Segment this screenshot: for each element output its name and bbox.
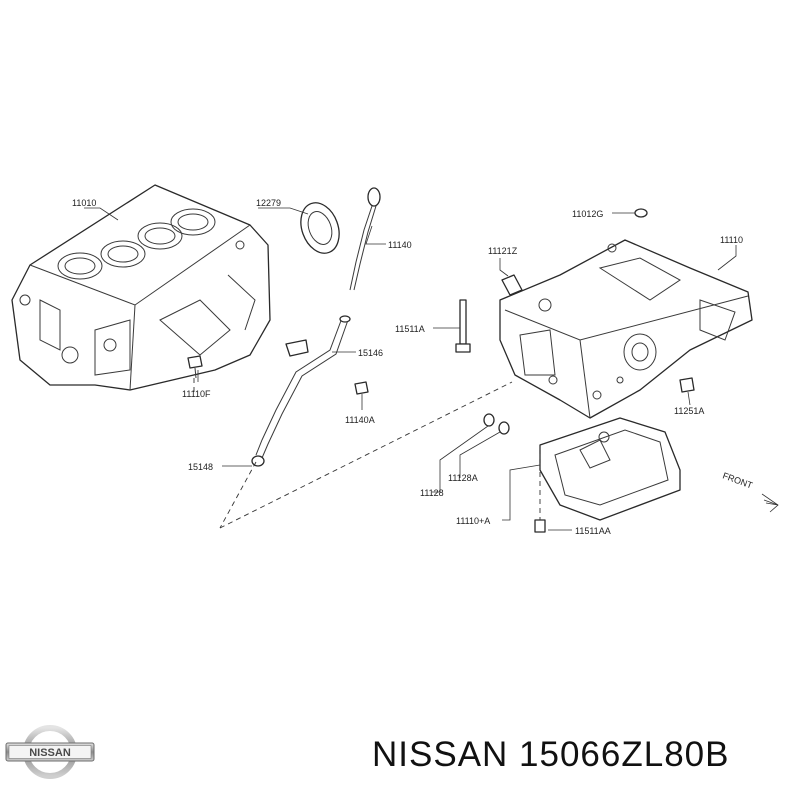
callout-11140A: 11140A — [345, 415, 375, 425]
callout-12279: 12279 — [256, 198, 281, 208]
plug-11012G-part — [634, 208, 648, 218]
dipstick-tube-part — [255, 315, 351, 459]
bolt-11121Z-part — [501, 274, 523, 296]
leader-11110 — [717, 245, 737, 271]
callout-11128A: 11128A — [448, 473, 478, 483]
drain-plug-part — [483, 413, 510, 435]
callout-11110: 11110 — [720, 235, 743, 245]
callout-11010: 11010 — [72, 198, 96, 208]
lower-oil-pan-part — [539, 417, 681, 521]
callout-11140: 11140 — [388, 240, 412, 250]
front-arrow-icon — [761, 493, 779, 513]
assembly-line-block-pan — [219, 381, 513, 529]
leader-11121Z — [499, 258, 509, 277]
leader-11128A — [459, 431, 501, 478]
part-title: NISSAN 15066ZL80B — [372, 735, 730, 774]
callout-11511A: 11511A — [395, 324, 425, 334]
bolt-11251A-part — [679, 377, 695, 393]
leader-12279 — [258, 207, 309, 215]
bolt-11511AA-part — [534, 519, 546, 533]
oil-seal-part — [300, 202, 340, 254]
leader-11140 — [365, 225, 386, 245]
callout-11110A: 11110+A — [456, 516, 490, 526]
cylinder-block-part — [11, 184, 271, 391]
callout-15148: 15148 — [188, 462, 213, 472]
logo-text: NISSAN — [29, 747, 71, 759]
bolt-11110F-part — [187, 355, 203, 379]
callout-11012G: 11012G — [572, 209, 603, 219]
callout-front: FRONT — [721, 470, 754, 490]
upper-oil-pan-part — [499, 239, 753, 419]
nissan-logo-icon: NISSAN — [5, 725, 95, 779]
leader-11010 — [84, 207, 119, 221]
o-ring-part — [251, 455, 265, 467]
bolt-11140A-part — [354, 381, 369, 395]
callout-11251A: 11251A — [674, 406, 704, 416]
callout-11110F: 11110F — [182, 389, 211, 399]
leader-11128 — [432, 425, 489, 493]
callout-15146: 15146 — [358, 348, 383, 358]
callout-11511AA: 11511AA — [575, 526, 611, 536]
leader-11251A — [687, 391, 691, 406]
assembly-line-dipstick — [219, 461, 257, 529]
callout-11121Z: 11121Z — [488, 246, 518, 256]
leader-11110A — [502, 464, 541, 521]
bolt-11511A-part — [455, 299, 471, 353]
dipstick-part — [349, 187, 381, 291]
callout-11128: 11128 — [420, 488, 444, 498]
